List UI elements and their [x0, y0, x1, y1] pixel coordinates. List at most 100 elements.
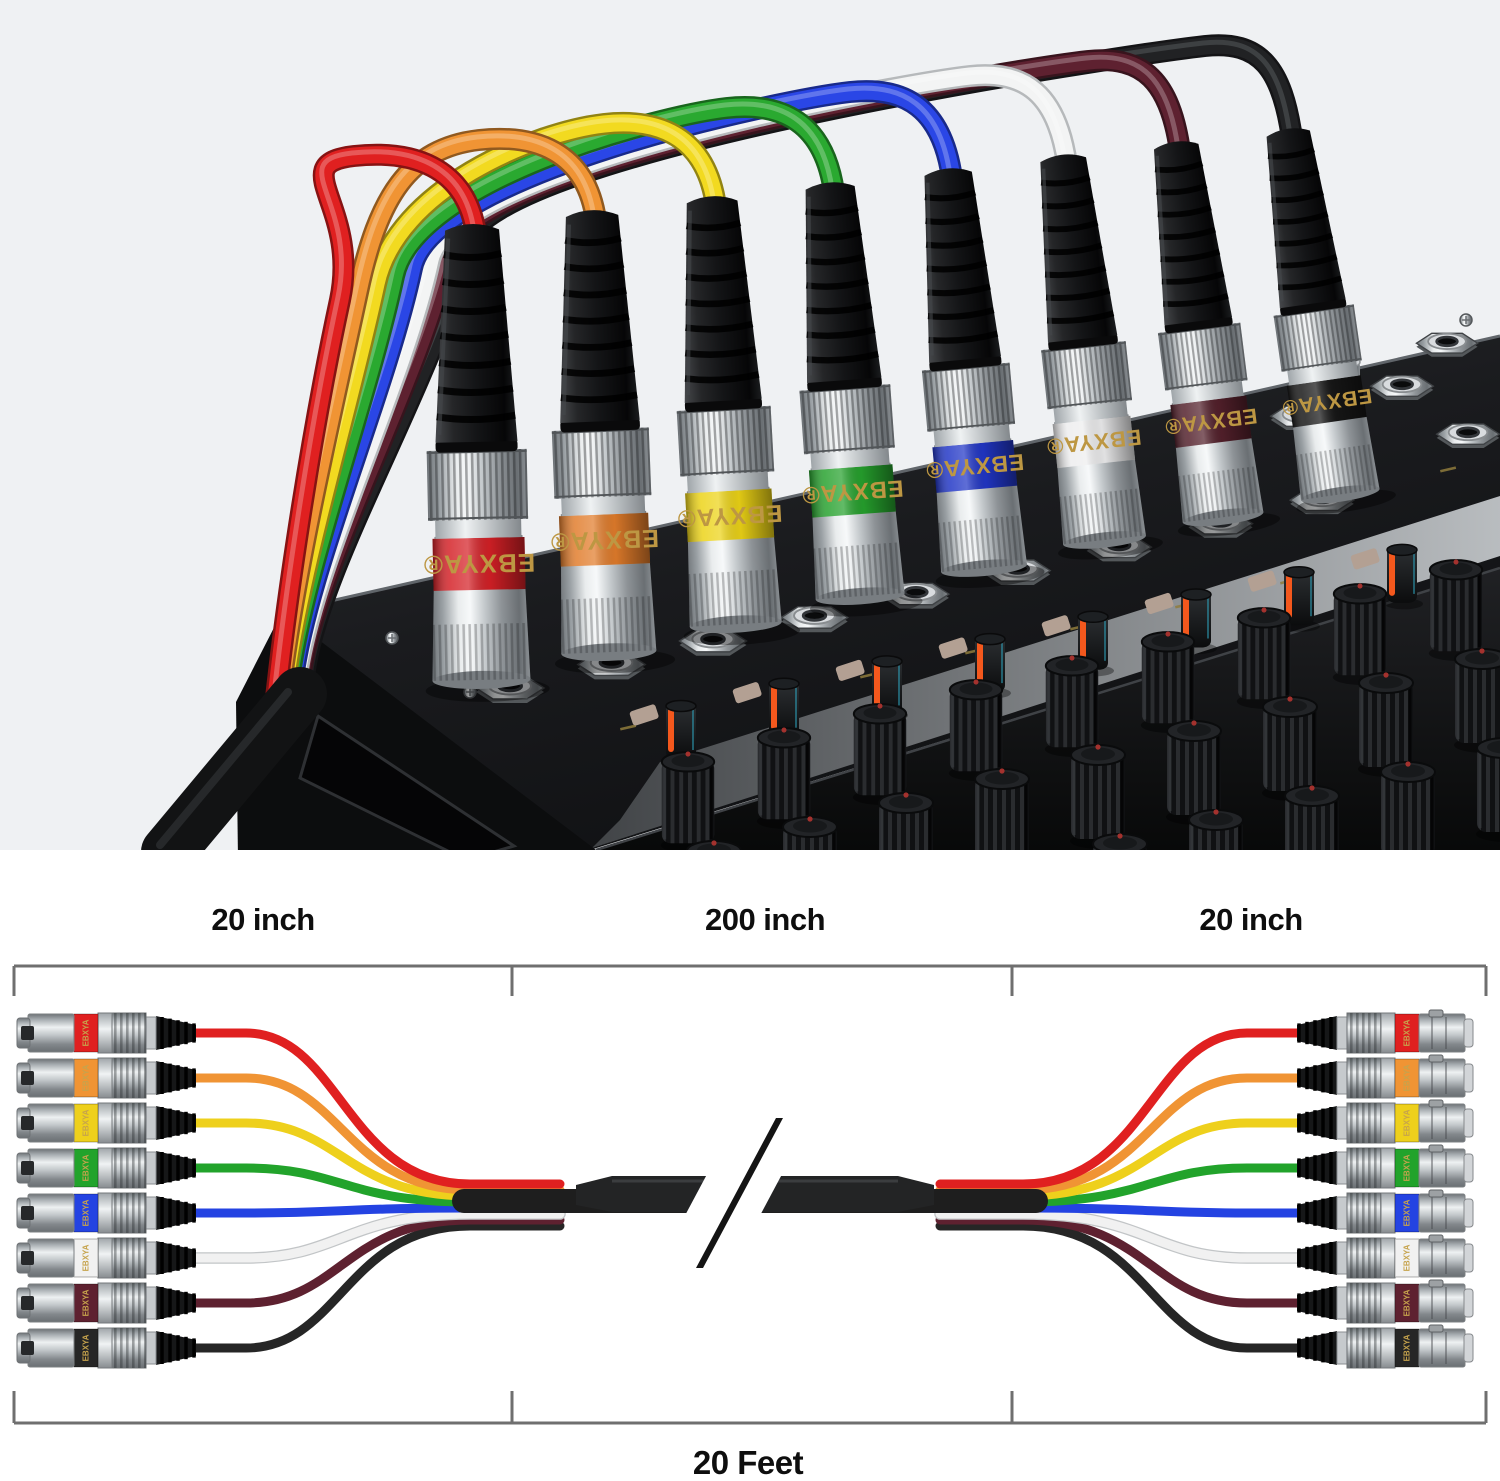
panel-screw [1459, 313, 1473, 327]
cable-break-gap [657, 1118, 812, 1268]
dimension-label-total-length: 20 Feet [692, 1444, 804, 1481]
xlr-connector-photo-red: EBXYA® [423, 224, 550, 702]
diagram-connector-left-yellow: EBXYA [16, 1102, 196, 1144]
diagram-wire-left-black [191, 1221, 565, 1353]
diagram-connector-right-yellow: EBXYA [1297, 1099, 1474, 1144]
mixer-knob-large [1358, 672, 1420, 777]
svg-text:EBXYA: EBXYA [1403, 1019, 1412, 1046]
photo-bottom-cut [0, 850, 1500, 862]
diagram-wire-left-yellow [191, 1118, 565, 1201]
svg-text:EBXYA: EBXYA [82, 1109, 91, 1136]
svg-text:EBXYA: EBXYA [82, 1244, 91, 1271]
diagram-wire-left-orange [191, 1073, 565, 1195]
cable-red [265, 143, 487, 709]
jack-socket [1415, 332, 1479, 357]
diagram-connector-right-green: EBXYA [1297, 1144, 1474, 1189]
svg-text:EBXYA: EBXYA [1403, 1199, 1412, 1226]
svg-text:EBXYA: EBXYA [1403, 1109, 1412, 1136]
diagram-connector-left-blue: EBXYA [16, 1192, 196, 1234]
mixer-knob-small [870, 655, 908, 721]
mixer-knob-large [1428, 559, 1489, 661]
panel-screw [385, 631, 399, 645]
xlr-connector-photo-yellow: EBXYA® [676, 196, 801, 646]
dimension-label-middle-segment: 200 inch [704, 902, 826, 937]
mixer-knob-large [1044, 655, 1105, 757]
diagram-wire-left-green [191, 1163, 565, 1207]
mixer-knob-small [973, 632, 1011, 699]
jack-socket [1369, 375, 1435, 400]
diagram-connector-right-blue: EBXYA [1297, 1189, 1474, 1234]
diagram-wire-left-maroon [191, 1215, 565, 1308]
diagram-connector-left-red: EBXYA [16, 1012, 196, 1054]
mixer-knob-small [1385, 543, 1423, 610]
svg-text:EBXYA: EBXYA [82, 1199, 91, 1226]
xlr-connector-photo-black: EBXYA® [1266, 128, 1396, 514]
mixer-knob-large [660, 751, 721, 853]
dimension-line-bottom [12, 1391, 1488, 1425]
diagram-connector-right-white: EBXYA [1297, 1234, 1474, 1279]
xlr-connector-photo-green: EBXYA® [799, 182, 923, 617]
trunk-sleeve [141, 667, 327, 862]
mixer-knob-large [1332, 583, 1393, 685]
mixer-knob-large [974, 768, 1034, 862]
diagram-wire-right-white [935, 1209, 1302, 1263]
diagram-connector-right-orange: EBXYA [1297, 1054, 1474, 1099]
xlr-connector-photo-blue: EBXYA® [921, 168, 1045, 589]
jack-socket [779, 606, 850, 633]
mixer-knob-large [1476, 737, 1500, 842]
dimension-label-left-segment: 20 inch [211, 902, 315, 937]
diagram-connector-right-maroon: EBXYA [1297, 1279, 1474, 1324]
panel-print-mark [1440, 466, 1457, 473]
mixer-knob-large [1166, 720, 1228, 825]
diagram-wire-right-red [935, 1028, 1302, 1189]
panel-print-mark [619, 724, 637, 731]
mixer-knob-large [852, 703, 913, 805]
dimension-line-top [12, 964, 1488, 996]
mixer-switch-pad [1247, 570, 1277, 592]
diagram-wire-right-yellow [935, 1118, 1302, 1201]
mixer-knob-large [1070, 744, 1132, 849]
mixer-knob-large [948, 679, 1009, 781]
svg-text:EBXYA: EBXYA [1403, 1289, 1412, 1316]
svg-text:EBXYA: EBXYA [82, 1064, 91, 1091]
mixer-switch-pad [629, 704, 659, 726]
diagram-connector-left-black: EBXYA [16, 1327, 196, 1369]
diagram-wire-right-blue [935, 1203, 1302, 1218]
diagram-connector-left-green: EBXYA [16, 1147, 196, 1189]
mixer-knob-large [878, 792, 934, 862]
diagram-wire-left-red [191, 1028, 565, 1189]
svg-text:EBXYA: EBXYA [82, 1019, 91, 1046]
mixer-knob-large [1236, 607, 1297, 709]
svg-text:EBXYA: EBXYA [82, 1289, 91, 1316]
diagram-wire-left-blue [191, 1203, 565, 1218]
diagram-wire-left-white [191, 1209, 565, 1263]
xlr-connector-photo-maroon: EBXYA® [1153, 141, 1281, 537]
svg-text:EBXYA: EBXYA [1403, 1154, 1412, 1181]
diagram-connector-right-red: EBXYA [1297, 1009, 1474, 1054]
svg-text:EBXYA: EBXYA [1403, 1244, 1412, 1271]
mixer-knob-large [756, 727, 817, 829]
mixer-left-face [236, 612, 596, 860]
mixer-switch-pad [938, 637, 968, 659]
diagram-connector-left-orange: EBXYA [16, 1057, 196, 1099]
dimension-label-right-segment: 20 inch [1199, 902, 1303, 937]
mixer-knob-large [1284, 785, 1340, 862]
diagram-wire-right-black [935, 1221, 1302, 1353]
diagram-wire-right-green [935, 1163, 1302, 1207]
mixer-switch-pad [1041, 615, 1071, 637]
cable-break-sliver [696, 1118, 783, 1268]
cable-length-diagram: EBXYA EBXYA EBXYA EBXYA EBXYA EBXYA EBXYA EBXYA… [0, 862, 1500, 1481]
mixer-knob-large [1140, 631, 1201, 733]
jack-socket [1435, 423, 1500, 448]
mixer-switch-pad [1144, 592, 1174, 614]
xlr-connector-photo-orange: EBXYA® [550, 210, 676, 674]
brand-band-label: EBXYA® [676, 499, 783, 532]
mixer-switch-pad [732, 682, 762, 704]
brand-band-label: EBXYA® [550, 524, 660, 556]
product-photo: EBXYA® EBXYA® EBXYA® EBXYA® EBXYA® EBXYA… [0, 0, 1500, 862]
mixer-switch-pad [1350, 548, 1380, 570]
xlr-connector-photo-white: EBXYA® [1040, 154, 1163, 560]
diagram-wire-right-orange [935, 1073, 1302, 1195]
svg-text:EBXYA: EBXYA [1403, 1064, 1412, 1091]
